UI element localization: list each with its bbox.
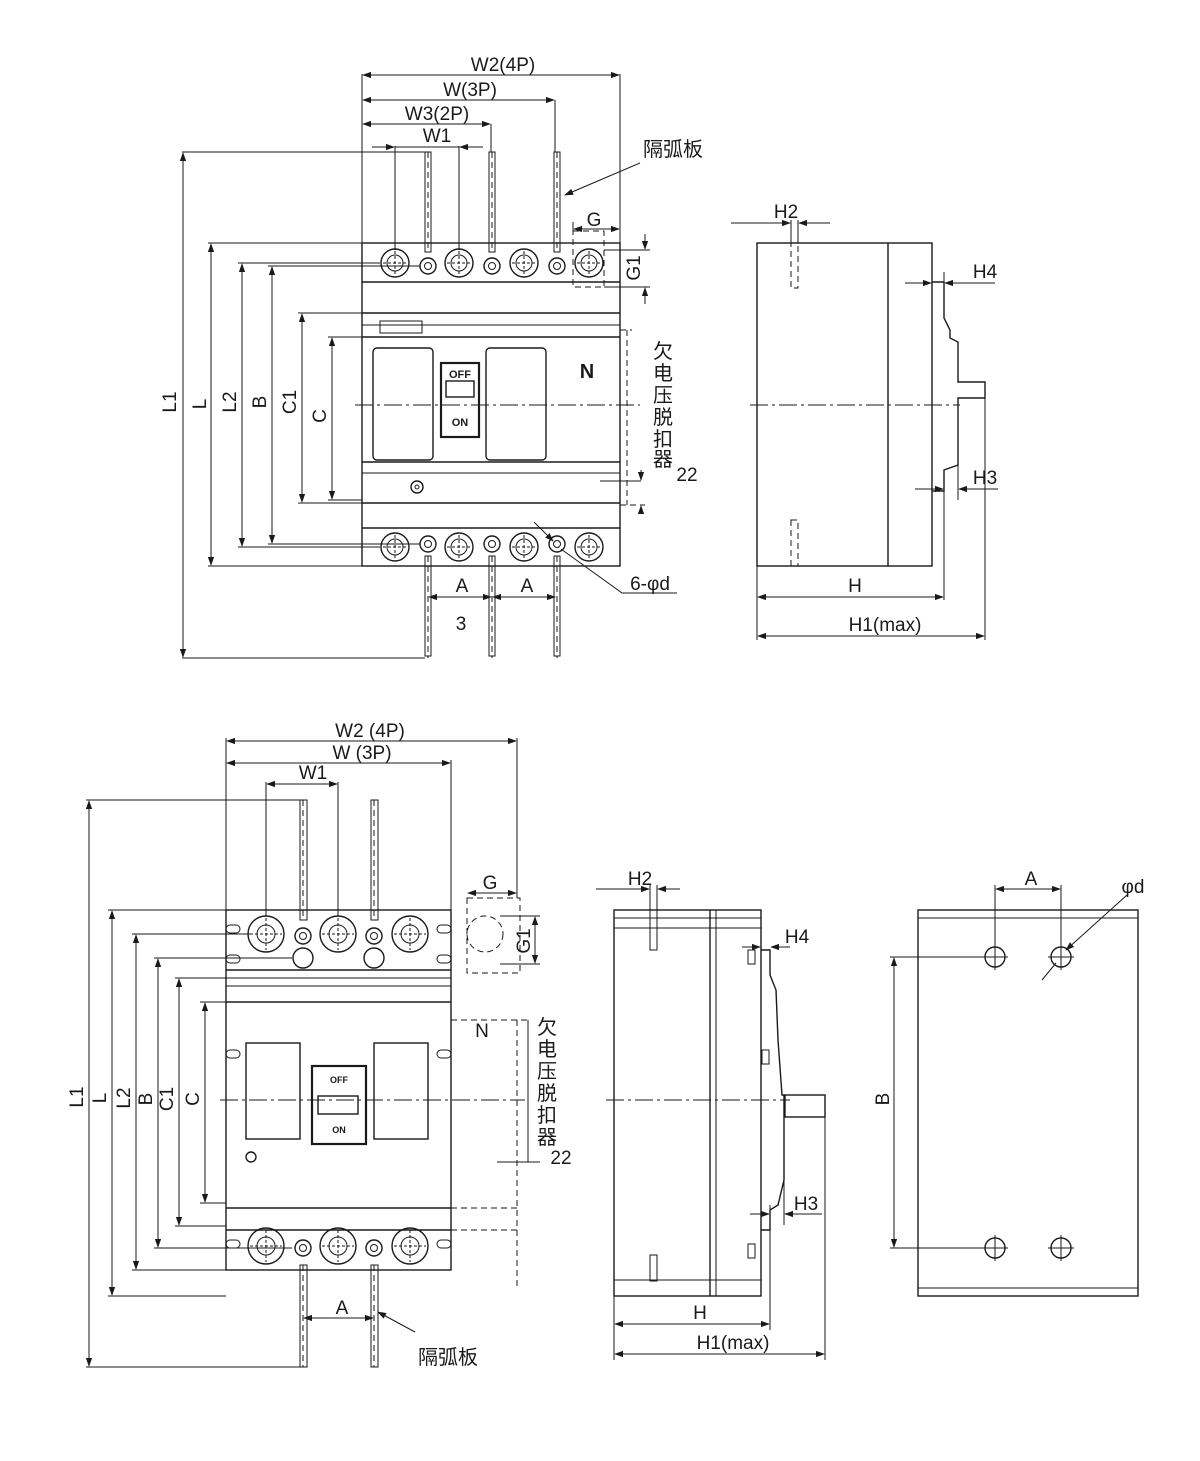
svg-text:扣: 扣 — [537, 1103, 557, 1127]
svg-text:电: 电 — [653, 361, 673, 385]
dim-l1-b: L1 — [67, 1086, 88, 1107]
off-label: OFF — [449, 369, 471, 381]
mounting-hole — [982, 1235, 1008, 1261]
dim-h1max-top: H1(max) — [849, 615, 922, 636]
svg-text:欠: 欠 — [537, 1015, 557, 1039]
svg-text:脱: 脱 — [653, 405, 673, 429]
neutral-label-2: N — [475, 1021, 489, 1042]
dim-l-top: L — [190, 399, 211, 410]
dim-22-top: 22 — [676, 465, 697, 486]
mounting-hole — [982, 944, 1008, 970]
off-label-2: OFF — [330, 1075, 348, 1085]
on-label-2: ON — [332, 1125, 346, 1135]
mounting-plate-outline — [917, 909, 1139, 1297]
dim-w2-4p: W2(4P) — [471, 55, 535, 76]
on-label: ON — [452, 417, 469, 429]
side-body-outline-2 — [613, 909, 762, 1297]
svg-text:脱: 脱 — [537, 1081, 557, 1105]
svg-text:欠: 欠 — [653, 339, 673, 363]
operating-handle-2 — [310, 1064, 368, 1146]
dim-w1-b: W1 — [299, 763, 328, 784]
svg-text:压: 压 — [537, 1059, 557, 1083]
dim-h4-b: H4 — [785, 927, 810, 948]
neutral-label: N — [580, 361, 594, 383]
dim-h2-b: H2 — [628, 869, 652, 890]
dim-c-b: C — [183, 1092, 204, 1106]
handle-grip-2 — [317, 1095, 359, 1115]
dim-h-top: H — [848, 576, 862, 597]
dim-l1-top: L1 — [160, 391, 181, 412]
top-side-view: H2 H4 H3 H H1(max) — [731, 202, 998, 640]
dim-g-top: G — [587, 210, 602, 231]
dim-g1-b: G1 — [514, 928, 535, 953]
dim-c1-top: C1 — [280, 390, 301, 414]
dim-h-b: H — [693, 1303, 707, 1324]
dim-w-3p: W(3P) — [443, 80, 497, 101]
mounting-hole — [1048, 944, 1074, 970]
top-front-view: OFF ON N — [160, 55, 703, 659]
operating-handle — [439, 361, 481, 439]
svg-text:压: 压 — [653, 383, 673, 407]
dim-l2-b: L2 — [114, 1087, 135, 1108]
dim-a-plate: A — [1025, 869, 1038, 890]
dim-b-top: B — [250, 396, 271, 409]
label-6-holes: 6-φd — [630, 574, 670, 595]
svg-text:扣: 扣 — [653, 427, 673, 451]
svg-text:器: 器 — [537, 1125, 557, 1149]
dim-w1: W1 — [423, 126, 452, 147]
label-phi-d: φd — [1122, 877, 1145, 898]
dim-h4-top: H4 — [973, 262, 998, 283]
breaker-body-outline-2 — [225, 909, 452, 1271]
dim-h3-b: H3 — [794, 1194, 818, 1215]
dim-h2-top: H2 — [774, 202, 798, 223]
dim-w3-2p: W3(2P) — [405, 104, 469, 125]
dim-w2-4p-b: W2 (4P) — [335, 721, 405, 742]
bottom-side-view: H2 H4 H3 H H1(max) — [596, 869, 826, 1360]
dim-a-b: A — [336, 1298, 349, 1319]
label-arc-plate-top: 隔弧板 — [643, 137, 703, 161]
dim-b-b: B — [136, 1093, 157, 1106]
dim-22-b: 22 — [550, 1148, 571, 1169]
bottom-front-view: OFF ON N W2 (4P) — [67, 721, 572, 1369]
dim-l-b: L — [90, 1093, 111, 1104]
label-uv-release-b: 欠 电 压 脱 扣 器 — [537, 1015, 557, 1149]
dim-w-3p-b: W (3P) — [332, 743, 391, 764]
mounting-plate-view: A φd B — [873, 869, 1145, 1297]
handle-grip — [445, 380, 475, 398]
dim-3-top: 3 — [456, 614, 467, 635]
dim-c-top: C — [310, 409, 331, 423]
dim-a-top-2: A — [521, 576, 534, 597]
label-arc-plate-bottom: 隔弧板 — [418, 1345, 478, 1369]
dim-g1-top: G1 — [624, 255, 645, 280]
dim-g-b: G — [483, 873, 498, 894]
dim-b-plate: B — [873, 1093, 894, 1106]
dim-l2-top: L2 — [220, 391, 241, 412]
label-uv-release-top: 欠 电 压 脱 扣 器 — [653, 339, 673, 471]
svg-text:电: 电 — [537, 1037, 557, 1061]
dim-a-top-1: A — [456, 576, 469, 597]
dim-h1max-b: H1(max) — [697, 1333, 770, 1354]
dim-c1-b: C1 — [157, 1087, 178, 1111]
mounting-hole — [1048, 1235, 1074, 1261]
svg-text:器: 器 — [653, 447, 673, 471]
